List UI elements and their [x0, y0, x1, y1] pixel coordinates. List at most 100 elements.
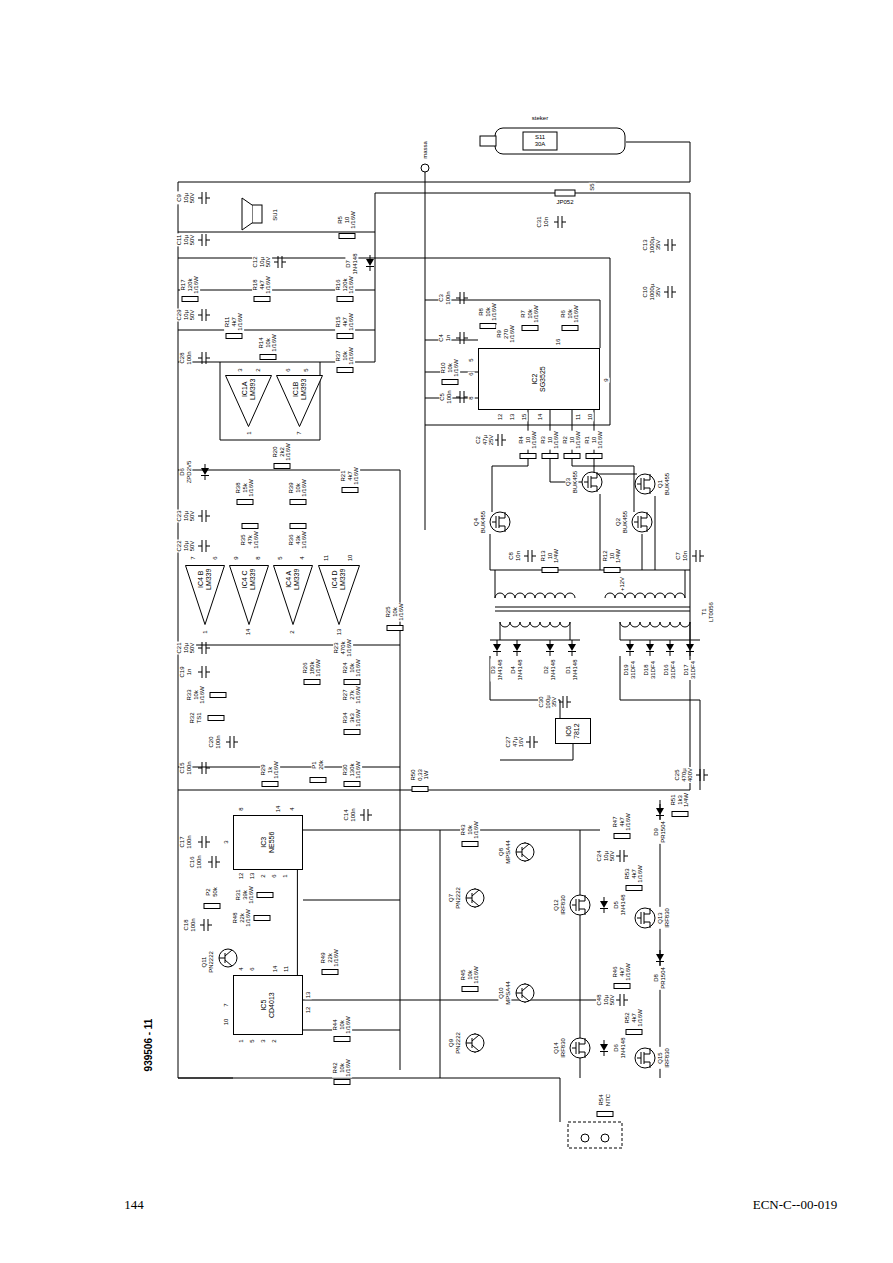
component-label: R3815k1/16W [235, 478, 255, 497]
component-label: Q4BUK455 [473, 510, 486, 534]
part-name: IC6 [565, 723, 573, 739]
component-label: C17100n [179, 834, 192, 849]
component-label: R26180k1/16W [302, 658, 322, 677]
label-text: 100n [190, 918, 197, 931]
label-text: 1/16W [248, 886, 255, 903]
diode-symbol [201, 464, 209, 480]
capacitor-symbol [456, 391, 468, 403]
label-text: 1/4W [683, 793, 690, 807]
label-text: 144 [124, 1198, 144, 1212]
wire [425, 172, 426, 530]
label-text: C10 [642, 284, 649, 301]
label-text: C5 [439, 390, 446, 403]
component-label: C30100µ35V [538, 694, 558, 709]
label-text: 470k [340, 639, 347, 656]
label-text: 2 [255, 368, 262, 371]
component-label: 14 [245, 628, 252, 637]
label-text: 2 [260, 874, 267, 877]
label-text: R27 [342, 686, 349, 703]
label-text: 16V [518, 736, 525, 747]
transistor-symbol [219, 843, 534, 1052]
label-text: R18 [252, 276, 259, 293]
capacitor-symbol [559, 696, 571, 708]
label-text: R51 [670, 793, 677, 807]
ic-label: IC4 DLM339 [331, 569, 347, 590]
label-text: 50V [265, 256, 272, 267]
wire [490, 494, 690, 570]
diode-symbol [568, 640, 576, 656]
output-connector [601, 1134, 609, 1142]
component-label: R5101/16W [337, 210, 357, 229]
label-text: 10k [265, 334, 272, 351]
resistor-symbol [562, 326, 578, 331]
comparator-symbol: IC4 DLM339 [318, 565, 360, 625]
label-text: 1/16W [348, 276, 355, 293]
label-text: 20k [318, 760, 325, 770]
resistor-symbol [626, 886, 642, 891]
label-text: Q8 [498, 840, 505, 864]
label-text: D6 [613, 1037, 620, 1058]
label-text: 10k [467, 966, 474, 983]
component-label: D41N4148 [510, 658, 523, 681]
label-text: 1N4148 [620, 1037, 627, 1058]
component-label: C28100n [179, 350, 192, 365]
label-text: 9 [233, 556, 240, 559]
label-text: 120k [342, 276, 349, 293]
label-text: 1 [246, 431, 253, 434]
label-text: 9 [603, 378, 610, 381]
label-text: 11 [283, 966, 290, 972]
component-label: +12V [619, 576, 626, 592]
part-name: IC4 A [285, 569, 293, 590]
component-label: R13101/4W [540, 548, 560, 564]
label-text: D16 [663, 661, 670, 679]
label-text: steker [532, 115, 548, 122]
label-text: 27k [349, 686, 356, 703]
ic-label: IC2SG3525 [531, 366, 547, 392]
label-text: 100n [186, 351, 193, 364]
part-type: LM393 [300, 379, 308, 400]
label-text: R36 [288, 531, 295, 548]
label-text: R48 [232, 909, 239, 926]
diode-symbol [366, 255, 374, 271]
label-text: 4 [238, 967, 245, 970]
comparator-outline [225, 375, 272, 427]
component-label: D1731DF4 [683, 660, 696, 680]
component-label: R3910k1/16W [288, 478, 308, 497]
label-text: 1/16W [355, 659, 362, 676]
transistor-symbol [516, 984, 534, 1002]
label-text: IRF830 [664, 908, 671, 928]
part-type: CD4013 [268, 992, 276, 1018]
component-label: C3100n [438, 290, 451, 305]
label-text: 10k [339, 1059, 346, 1076]
label-text: 4k7 [347, 467, 354, 484]
label-text: R25 [385, 603, 392, 620]
label-text: 3 [223, 840, 230, 843]
label-text: 1N4148 [620, 894, 627, 915]
component-label: Q13IRF830 [657, 907, 670, 929]
label-text: 100n [186, 761, 193, 774]
label-text: D2 [543, 659, 550, 680]
label-text: D18 [643, 661, 650, 679]
label-text: R5 [337, 211, 344, 228]
label-text: R38 [235, 479, 242, 496]
mosfet-symbol [635, 474, 655, 494]
label-text: R2 [562, 431, 569, 448]
resistor-symbol [204, 904, 220, 909]
buzzer-symbol [242, 198, 252, 230]
component-label: 10 [223, 1018, 230, 1027]
component-label: 939506 - 11 [143, 1018, 154, 1073]
label-text: 1k3 [677, 793, 684, 807]
label-text: 1/16W [333, 949, 340, 966]
component-label: Q14IRF830 [553, 1037, 566, 1059]
capacitor-symbol [198, 762, 210, 774]
component-label: 4 [238, 966, 245, 971]
label-text: 2k2 [279, 443, 286, 460]
resistor-symbol [182, 297, 198, 302]
label-text: R12 [602, 549, 609, 563]
component-label: 16 [555, 338, 562, 347]
transistor-symbol [219, 949, 237, 967]
wire [500, 622, 690, 640]
label-text: Q4 [473, 511, 480, 533]
component-label: D51N4148 [613, 893, 626, 916]
component-label: 7 [190, 555, 197, 560]
